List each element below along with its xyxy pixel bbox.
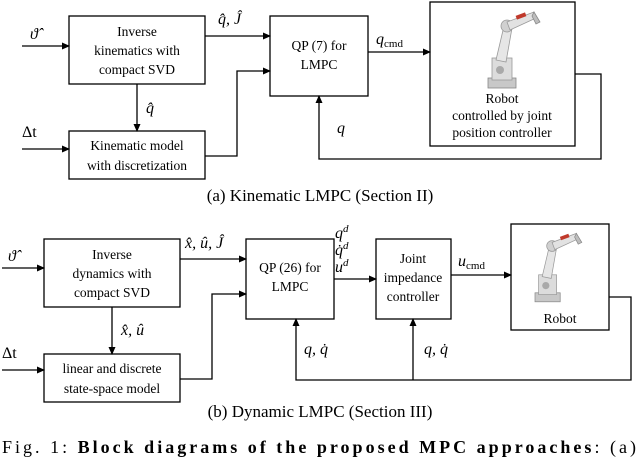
qp-26-line-1: QP (26) for xyxy=(259,260,321,275)
label-qhat-jhat-a: q̂, Ĵ xyxy=(218,9,243,28)
label-qd-dot-sup: d xyxy=(343,240,349,252)
label-qcmd: qcmd xyxy=(376,31,403,50)
panel-b-dynamic-lmpc: Inverse dynamics with compact SVD linear… xyxy=(2,223,632,421)
figure-caption-suffix: : (a) xyxy=(594,437,636,457)
inverse-kinematics-line-3: compact SVD xyxy=(99,62,175,77)
inverse-dynamics-line-3: compact SVD xyxy=(74,285,150,300)
label-ucmd: ucmd xyxy=(458,253,485,272)
wire-feedback-a xyxy=(315,73,602,160)
kinematic-model-line-1: Kinematic model xyxy=(90,138,184,153)
robot-b-line-1: Robot xyxy=(543,311,576,326)
label-qd-q: q xyxy=(335,225,343,242)
robot-a-line-1: Robot xyxy=(485,91,518,106)
qp-7-block: QP (7) for LMPC xyxy=(269,15,369,97)
label-ud-sup: d xyxy=(343,257,349,269)
joint-impedance-line-3: controller xyxy=(387,289,440,304)
figure-caption-bold: Block diagrams of the proposed MPC appro… xyxy=(78,437,592,457)
caption-panel-b: (b) Dynamic LMPC (Section III) xyxy=(208,402,433,421)
robot-arm-icon xyxy=(534,232,583,303)
label-qcmd-q: q xyxy=(376,31,384,48)
kinematic-model-line-2: with discretization xyxy=(87,158,187,173)
label-xhat-uhat-b: x̂, û xyxy=(120,322,144,339)
qp-26-line-2: LMPC xyxy=(272,279,309,294)
label-qd: qd xyxy=(335,223,349,242)
label-qd-dot: q̇d xyxy=(335,240,349,259)
label-x-u-j-hat: x̂, û, Ĵ xyxy=(184,233,225,252)
inverse-dynamics-line-1: Inverse xyxy=(92,247,132,262)
wire-ss-to-qp xyxy=(180,290,247,380)
inverse-kinematics-line-2: kinematics with xyxy=(94,43,180,58)
figure-caption-prefix: Fig. 1: xyxy=(2,437,75,457)
inverse-kinematics-block: Inverse kinematics with compact SVD xyxy=(68,15,206,85)
robot-a-line-2: controlled by joint xyxy=(452,108,552,123)
label-ucmd-u: u xyxy=(458,253,466,270)
label-dt-b: Δt xyxy=(2,345,17,362)
joint-impedance-block: Joint impedance controller xyxy=(375,238,452,320)
label-qcmd-sub: cmd xyxy=(384,38,403,50)
label-ud: ud xyxy=(335,257,349,276)
figure-caption: Fig. 1: Block diagrams of the proposed M… xyxy=(2,437,636,457)
inverse-dynamics-line-2: dynamics with xyxy=(72,266,151,281)
wire-feedback-b-to-qp xyxy=(292,296,632,381)
robot-arm-icon xyxy=(487,11,541,89)
label-qd-sup: d xyxy=(343,223,349,235)
label-qhat-a: q̂ xyxy=(146,100,154,117)
label-qd-dot-q: q̇ xyxy=(335,242,343,259)
label-q-qdot-right: q, q̇ xyxy=(424,341,448,358)
inverse-kinematics-line-1: Inverse xyxy=(117,24,157,39)
caption-panel-a: (a) Kinematic LMPC (Section II) xyxy=(207,186,434,205)
label-ucmd-sub: cmd xyxy=(466,260,485,272)
wire-km-to-qp xyxy=(205,67,271,157)
qp-7-line-2: LMPC xyxy=(301,57,338,72)
robot-a-line-3: position controller xyxy=(452,125,552,140)
label-q-qdot-left: q, q̇ xyxy=(304,341,328,358)
panel-a-kinematic-lmpc: Inverse kinematics with compact SVD Kine… xyxy=(22,1,602,205)
label-ud-u: u xyxy=(335,259,343,276)
label-theta-b: ϑ̂ xyxy=(8,248,22,265)
qp-7-line-1: QP (7) for xyxy=(292,38,347,53)
joint-impedance-line-2: impedance xyxy=(384,270,442,285)
kinematic-model-block: Kinematic model with discretization xyxy=(68,130,206,180)
label-theta-a: ϑ̂ xyxy=(30,26,44,43)
robot-block-a: Robot controlled by joint position contr… xyxy=(429,1,576,147)
joint-impedance-line-1: Joint xyxy=(400,251,427,266)
state-space-line-1: linear and discrete xyxy=(63,361,162,376)
qp-26-block: QP (26) for LMPC xyxy=(245,238,335,320)
state-space-line-2: state-space model xyxy=(64,381,161,396)
robot-block-b: Robot xyxy=(510,223,610,331)
label-dt-a: Δt xyxy=(22,124,37,141)
inverse-dynamics-block: Inverse dynamics with compact SVD xyxy=(43,238,181,308)
label-q-feedback-a: q xyxy=(337,120,345,137)
state-space-model-block: linear and discrete state-space model xyxy=(43,353,181,403)
